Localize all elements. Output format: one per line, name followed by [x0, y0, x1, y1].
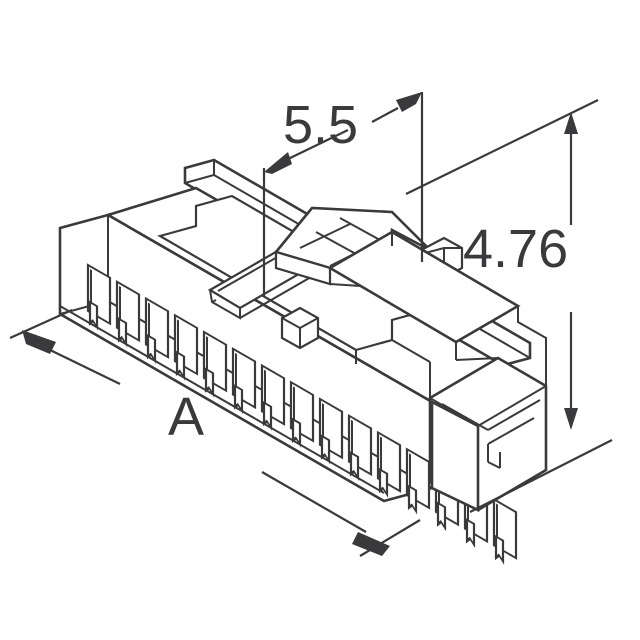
center-step-block [280, 306, 320, 350]
dimension-5p5 [262, 92, 424, 296]
dimension-label-5.5: 5.5 [283, 95, 359, 155]
dimension-label-A: A [168, 387, 205, 447]
dimension-label-4.76: 4.76 [463, 219, 569, 279]
dimension-4p76 [405, 99, 613, 513]
front-bottom-chamfer [59, 305, 385, 494]
connector-body [58, 158, 548, 571]
dimension-A [9, 308, 421, 557]
right-side-wall [430, 399, 480, 513]
body-rear-edges [355, 306, 547, 398]
